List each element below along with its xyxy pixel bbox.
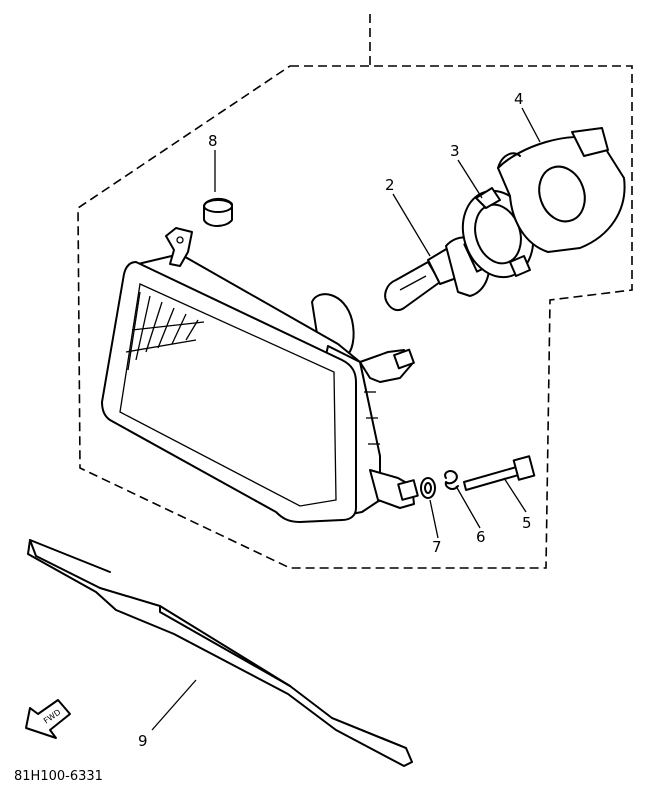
headlight-stay — [27, 539, 413, 767]
bulb-cover-boot — [497, 127, 626, 253]
callout-label: 4 — [514, 90, 524, 108]
adjuster-screw — [463, 455, 536, 491]
callout-label: 7 — [432, 538, 442, 556]
callout-label: 2 — [385, 176, 395, 194]
callout-labels: 2 3 4 8 5 6 7 9 — [138, 90, 532, 750]
nut — [420, 477, 436, 499]
headlight-housing — [101, 227, 419, 523]
callout-label: 5 — [522, 514, 532, 532]
callout-label: 3 — [450, 142, 460, 160]
grommet — [203, 198, 233, 227]
part-code: 81H100-6331 — [14, 769, 103, 784]
lens-facets — [125, 291, 205, 371]
spring-clip — [444, 470, 459, 490]
assembly-boundary — [77, 14, 633, 569]
forward-direction-arrow: FWD — [25, 699, 71, 739]
callout-label: 8 — [208, 132, 218, 150]
leader-lines — [151, 107, 541, 731]
callout-label: 6 — [476, 528, 486, 546]
callout-label: 9 — [138, 732, 148, 750]
